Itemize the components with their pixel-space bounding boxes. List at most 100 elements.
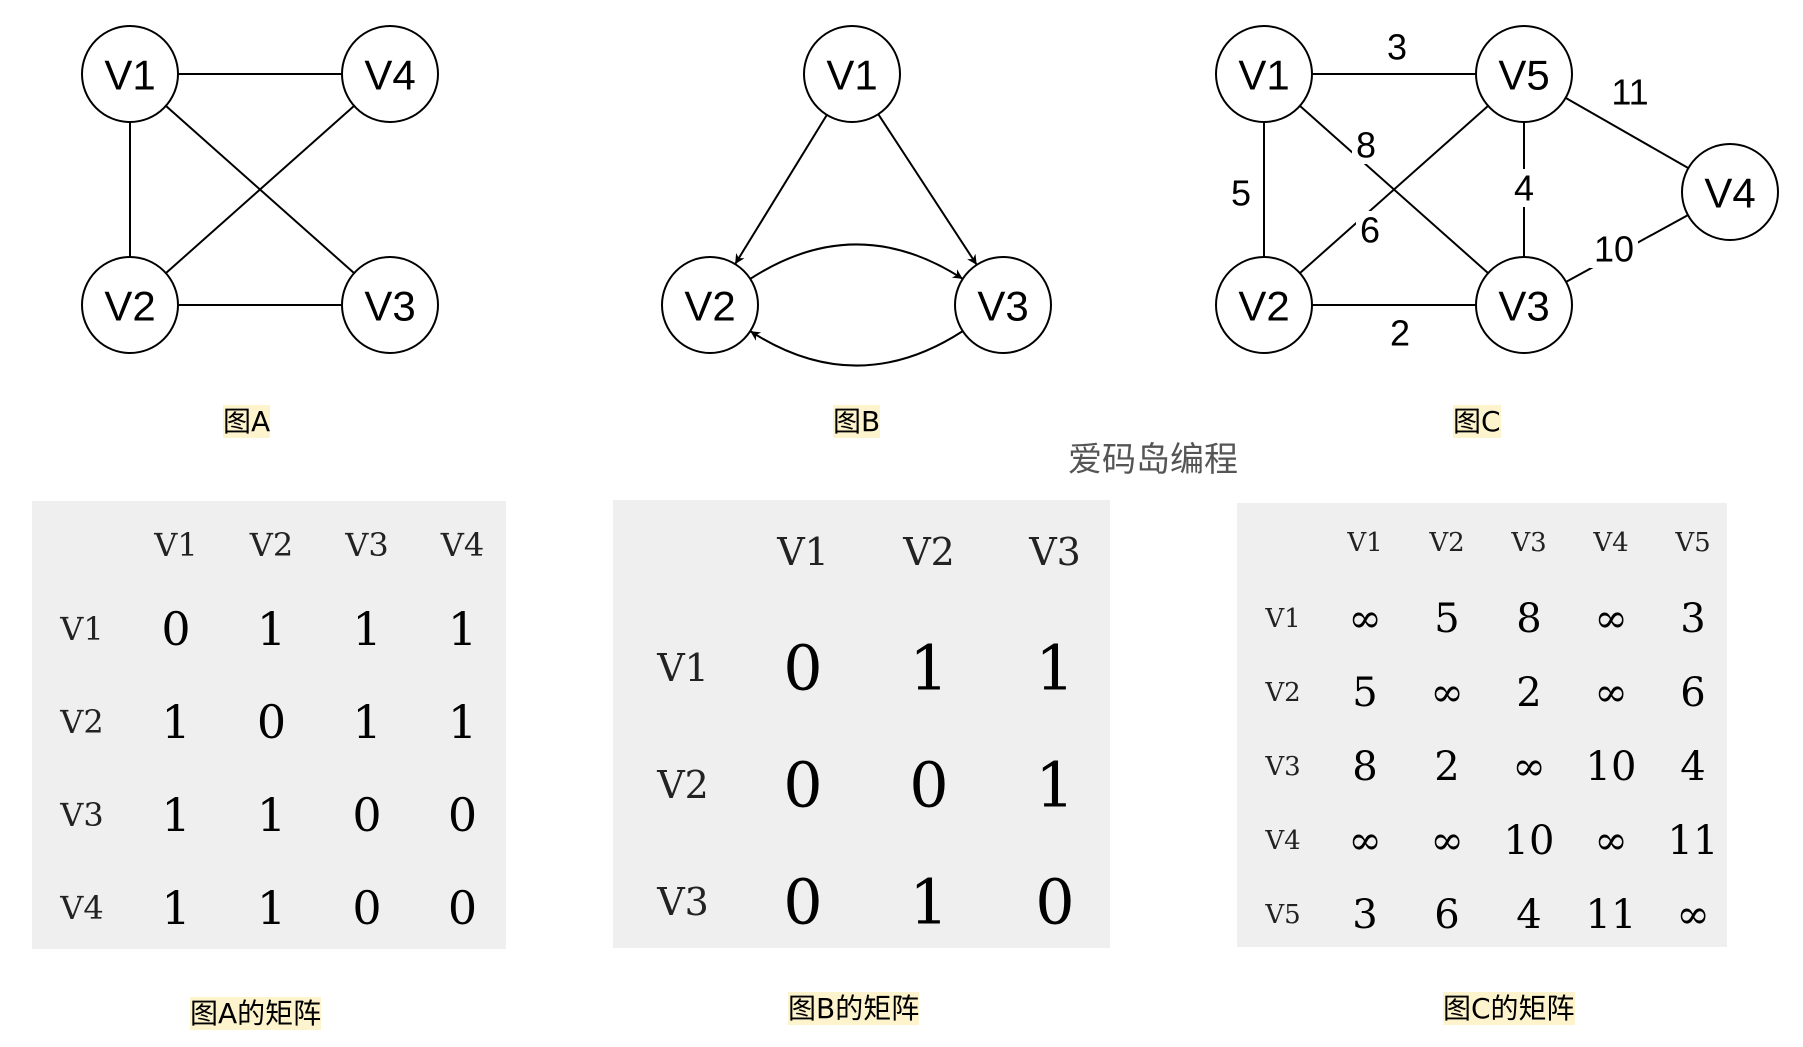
matrix-c-cell: ∞ [1676,892,1710,938]
matrix-b-cell: 1 [909,631,949,705]
matrix-a-row-label: V1 [60,610,104,648]
graph-c-node-v5: V5 [1475,25,1573,123]
graph-b-edge-v1-v2 [734,114,828,265]
matrix-a-cell: 1 [161,788,191,842]
matrix-a-col-header: V4 [440,526,485,564]
graph-b-node-v3: V3 [954,256,1052,354]
graph-c-edge-v3-v4-weight-bg [1590,230,1638,268]
matrix-c-cell: ∞ [1348,596,1382,642]
graph-c-node-v4-circle [1681,143,1779,241]
matrix-c-col-header: V4 [1593,528,1629,558]
graph-c-edge-v2-v5 [1299,105,1489,274]
matrix-c-cell: ∞ [1594,670,1628,716]
caption-graph-a-text: 图A [223,405,271,438]
caption-graph-c: 图C [1451,404,1503,440]
matrix-c-col-header: V2 [1429,528,1465,558]
matrix-a-cell: 1 [161,881,191,935]
graph-a-node-v1-label: V1 [104,52,155,99]
graph-b-node-v1: V1 [803,25,901,123]
graph-c-node-v5-label: V5 [1498,52,1549,99]
matrix-a-cell: 1 [161,695,191,749]
matrix-c-cell: 3 [1680,596,1706,642]
matrix-a-cell: 1 [447,602,478,656]
matrix-c-cell: 2 [1516,670,1542,716]
matrix-c-row-label: V1 [1265,604,1301,634]
matrix-c-row-label: V4 [1265,826,1301,856]
graph-c-edge-v1-v2-weight-bg [1227,174,1255,212]
graph-c-edge-v2-v3-weight: 2 [1390,313,1410,354]
matrix-a-cell: 0 [447,788,478,842]
matrix-b-row-label: V1 [657,646,709,690]
graph-c-node-v2-circle [1215,256,1313,354]
matrix-c-col-header: V3 [1511,528,1547,558]
graph-a-node-v4: V4 [341,25,439,123]
graph-a-node-v1-circle [81,25,179,123]
matrix-c-col-header: V5 [1675,528,1711,558]
graph-b-node-v2-circle [661,256,759,354]
graph-a-node-v3-label: V3 [364,283,415,330]
matrix-a-cell: 0 [256,695,287,749]
matrix-c-cell: 11 [1667,818,1719,864]
graph-c-edge-v1-v3-weight-bg [1352,126,1380,164]
matrix-b-row-label: V2 [657,763,709,807]
graph-b-edge-v1-v3 [877,113,978,266]
caption-graph-a: 图A [221,404,272,440]
matrix-a-cell: 0 [352,788,382,842]
matrix-b-cell: 0 [783,748,823,822]
graph-c-node-v5-circle [1475,25,1573,123]
graph-a-edge-v2-v4 [165,105,355,274]
matrix-c-cell: 2 [1434,744,1460,790]
matrix-b-cell: 1 [909,865,949,939]
graph-a-node-v3: V3 [341,256,439,354]
matrix-b-col-header: V1 [777,530,829,574]
graph-a-node-v4-label: V4 [364,52,415,99]
graph-c-edge-v5-v4 [1565,96,1689,170]
matrix-b-col-header: V3 [1029,530,1081,574]
matrix-c-cell: ∞ [1594,596,1628,642]
graph-c-node-v1-circle [1215,25,1313,123]
graph-c-edge-v5-v4-weight-bg [1606,73,1654,111]
graph-b-edge-v3-v2 [749,330,964,367]
graph-c-node-v4-label: V4 [1704,170,1755,217]
graph-b-edge-v2-v3 [749,243,964,280]
matrix-b-cell: 1 [1035,748,1075,822]
graph-b-node-v3-label: V3 [977,283,1028,330]
matrix-b-cell: 0 [783,865,823,939]
matrix-a-row-label: V3 [60,796,104,834]
matrix-c-cell: ∞ [1594,818,1628,864]
graph-c-edge-v5-v3-weight-bg [1510,169,1538,207]
matrix-a-col-header: V2 [249,526,294,564]
matrix-a-row-label: V4 [60,889,104,927]
matrix-c-cell: 5 [1352,670,1378,716]
caption-matrix-c: 图C的矩阵 [1441,991,1577,1027]
matrix-b-cell: 0 [909,748,949,822]
graph-c-edge-v1-v3-weight: 8 [1356,125,1376,166]
graph-c-node-v1: V1 [1215,25,1313,123]
caption-matrix-c-text: 图C的矩阵 [1443,992,1575,1025]
matrix-c-cell: 4 [1680,744,1706,790]
matrix-c-cell: ∞ [1430,670,1464,716]
caption-graph-b: 图B [831,404,882,440]
caption-graph-b-text: 图B [833,405,881,438]
graph-c-edge-v2-v5-weight-bg [1356,211,1384,249]
graph-c-edge-v5-v4-weight: 11 [1611,72,1648,113]
matrix-a-cell: 0 [161,602,191,656]
matrix-b-cell: 0 [783,631,823,705]
watermark-text: 爱码岛编程 [1068,440,1238,480]
graph-c-edge-v5-v3-weight: 4 [1514,168,1534,209]
graph-c-node-v2-label: V2 [1238,283,1289,330]
matrix-a-col-header: V3 [345,526,389,564]
matrix-c-cell: ∞ [1348,818,1382,864]
matrix-c-row-label: V3 [1265,752,1301,782]
matrix-c-cell: 4 [1516,892,1542,938]
graph-c-edge-v2-v5-weight: 6 [1360,210,1380,251]
matrix-a-cell: 0 [447,881,478,935]
matrix-c-cell: 8 [1352,744,1378,790]
graph-a-node-v2: V2 [81,256,179,354]
graph-a-node-v4-circle [341,25,439,123]
